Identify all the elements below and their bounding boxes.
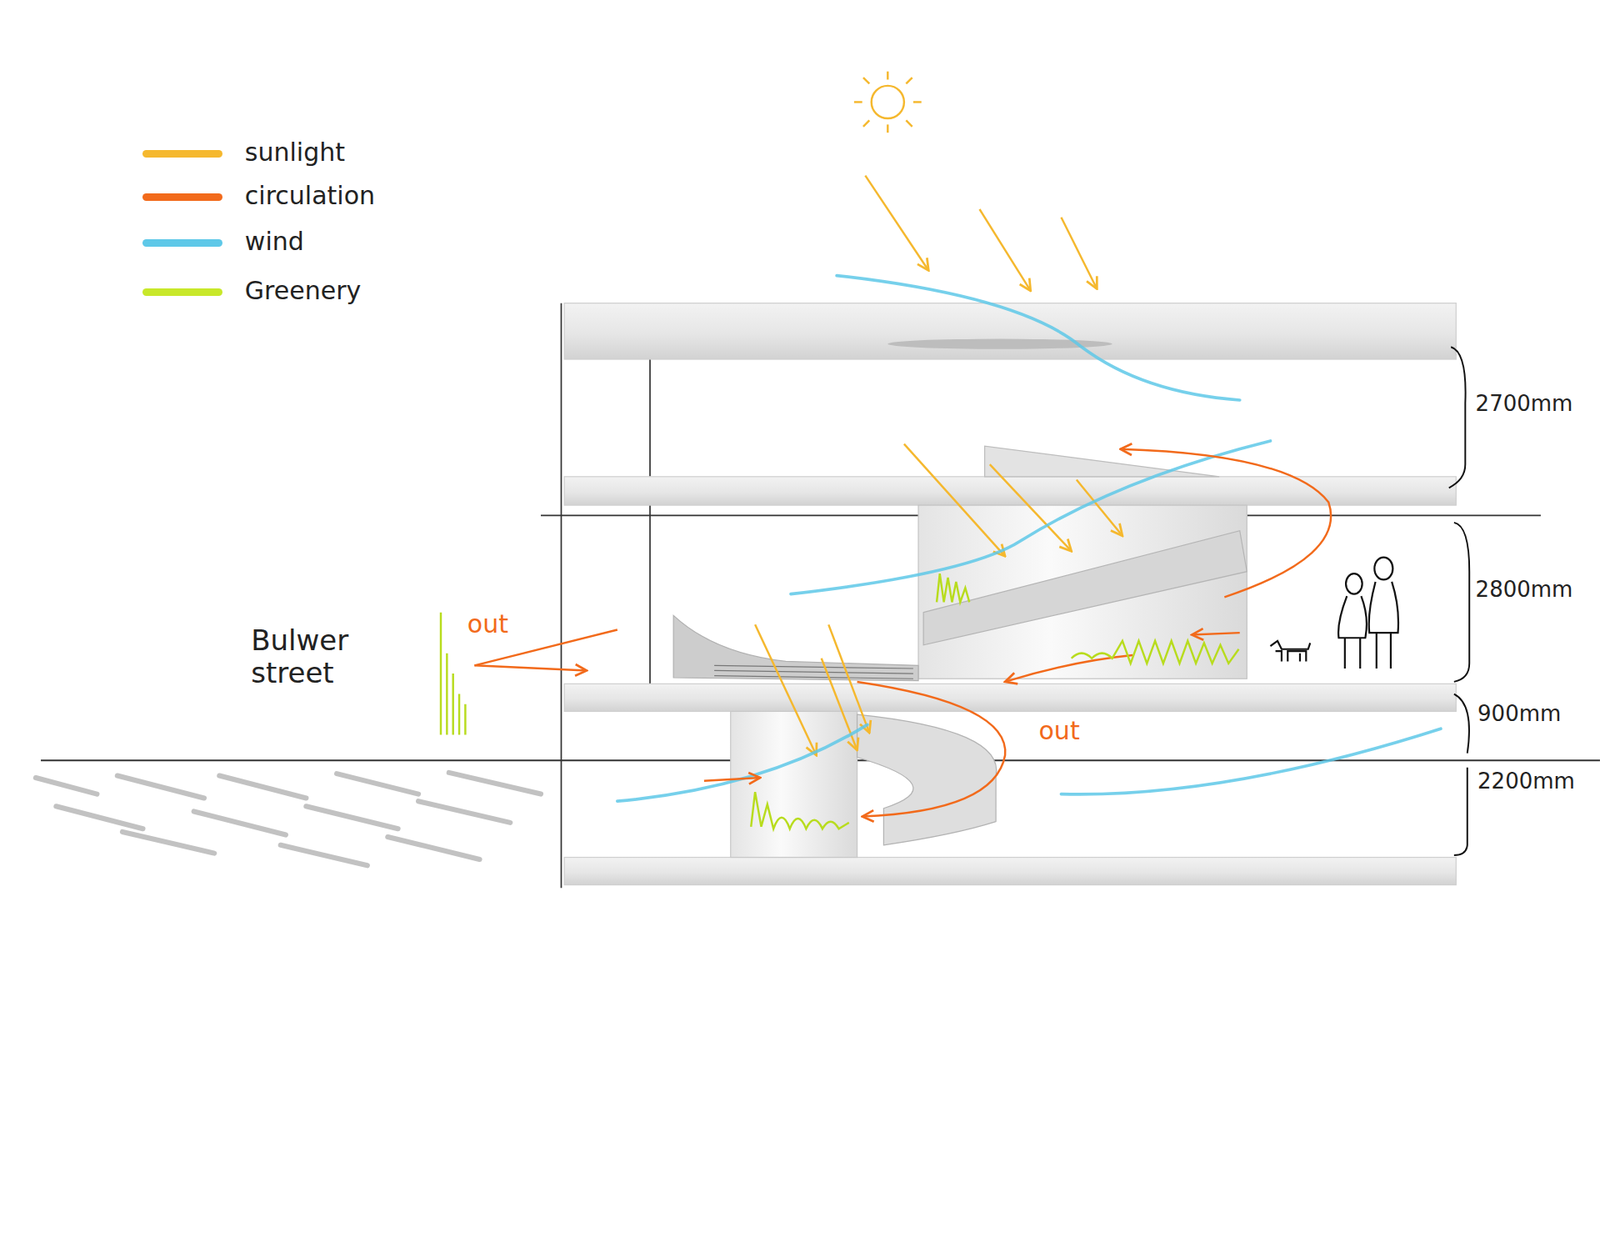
spiral-ramp (857, 714, 997, 845)
legend-text: wind (245, 227, 305, 257)
legend-swatch (142, 288, 223, 296)
floor-grille (714, 665, 914, 679)
dimension-label: 2200mm (1477, 769, 1575, 795)
dimension-label: 900mm (1477, 701, 1561, 727)
legend-swatch (142, 239, 223, 247)
legend-text: sunlight (245, 138, 345, 168)
ramp-wall (673, 615, 919, 680)
sunlight-arrows (755, 175, 1123, 755)
frame-lines (540, 303, 1541, 889)
legend-swatch (142, 193, 223, 201)
dimension-brackets (1449, 346, 1470, 855)
legend-text: circulation (245, 181, 375, 211)
dog-figure (1270, 640, 1310, 661)
sun-symbol (854, 71, 922, 133)
earth-hatching (35, 772, 541, 865)
dimension-label: 2700mm (1475, 391, 1574, 417)
people-figures (1338, 557, 1399, 669)
legend-text: Greenery (245, 276, 361, 306)
street-label: Bulwer street (250, 624, 394, 690)
floor-slabs (564, 303, 1456, 885)
greenery-scribbles (440, 573, 1239, 829)
exit-label: out (467, 610, 509, 640)
ramp-wall (985, 445, 1220, 477)
stair-cylinder (918, 505, 1247, 679)
dimension-label: 2800mm (1475, 577, 1574, 603)
exit-label: out (1039, 716, 1080, 746)
legend-swatch (142, 150, 223, 158)
stair-cylinder (730, 710, 858, 857)
spiral-ramp (923, 530, 1247, 645)
wind-lines (617, 275, 1441, 802)
circulation-arrows (474, 449, 1331, 817)
